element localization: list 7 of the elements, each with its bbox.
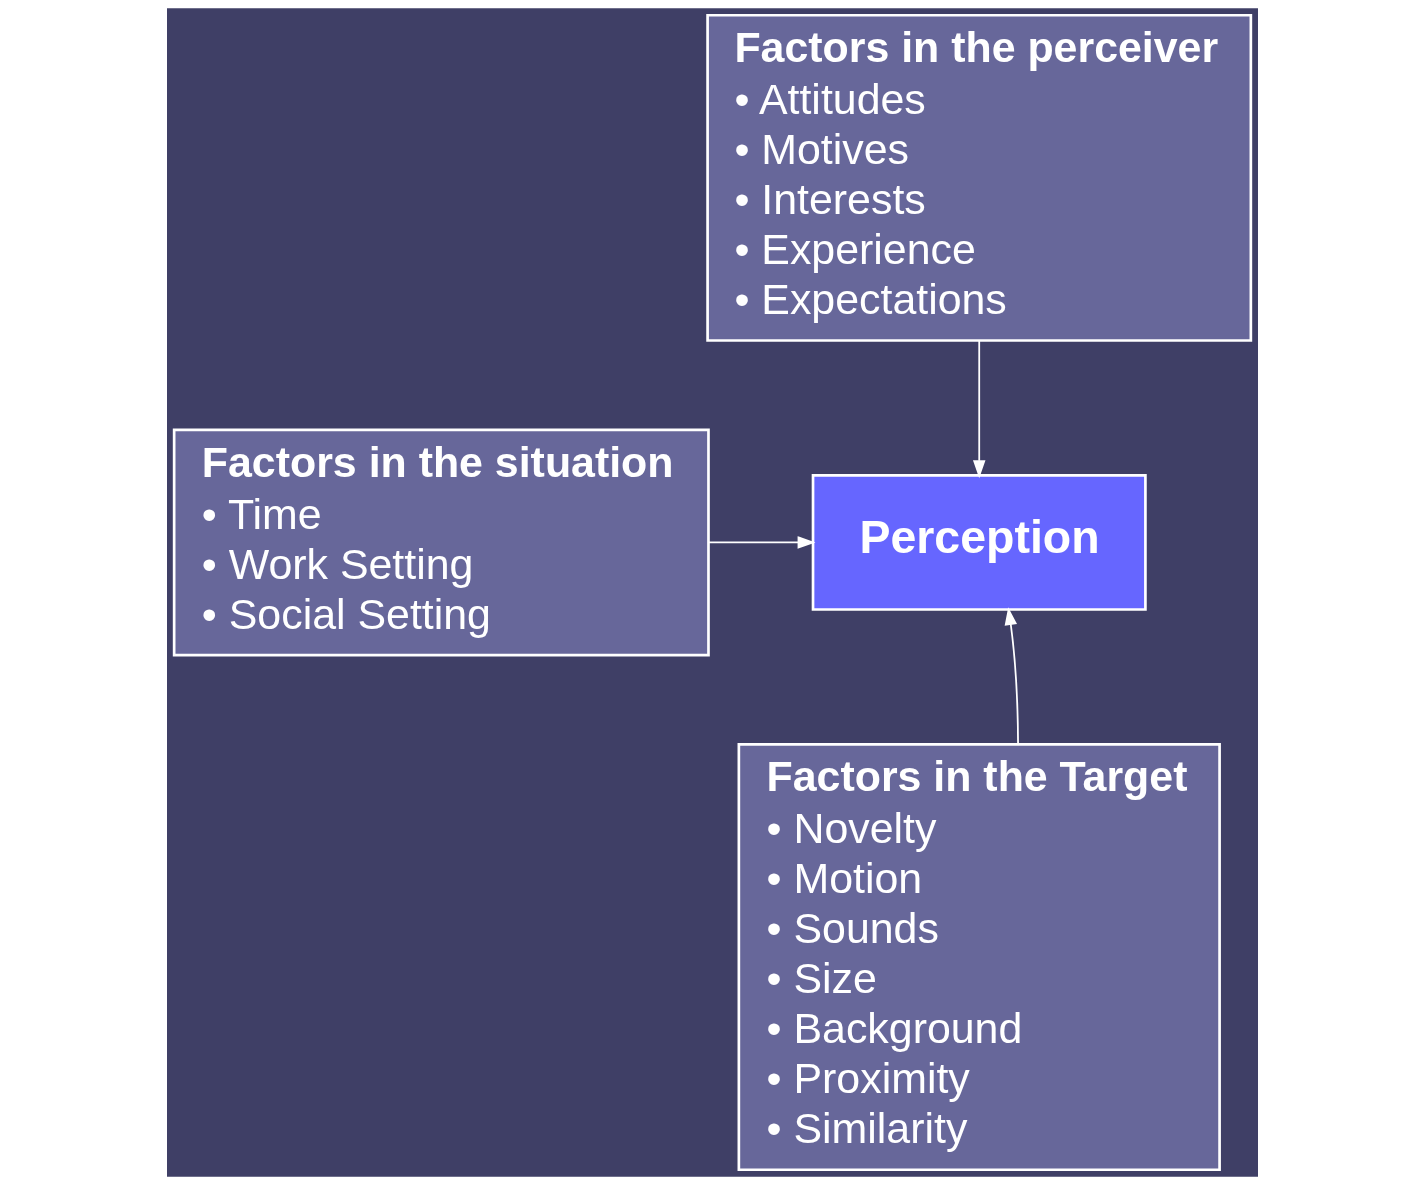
arrow [1004,607,1019,745]
arrow [972,339,986,479]
node-box: Factors in the perceiver • Attitudes • Motives • Interests • Experience • Expectations [706,13,1253,342]
node-box: Perception [811,474,1147,611]
node-box: Factors in the Target • Novelty • Motion • Sounds • Size • Background • Proximity • Similarity [737,743,1221,1172]
node-box: Factors in the situation • Time • Work Setting • Social Setting [172,428,710,657]
arrow [707,536,816,549]
